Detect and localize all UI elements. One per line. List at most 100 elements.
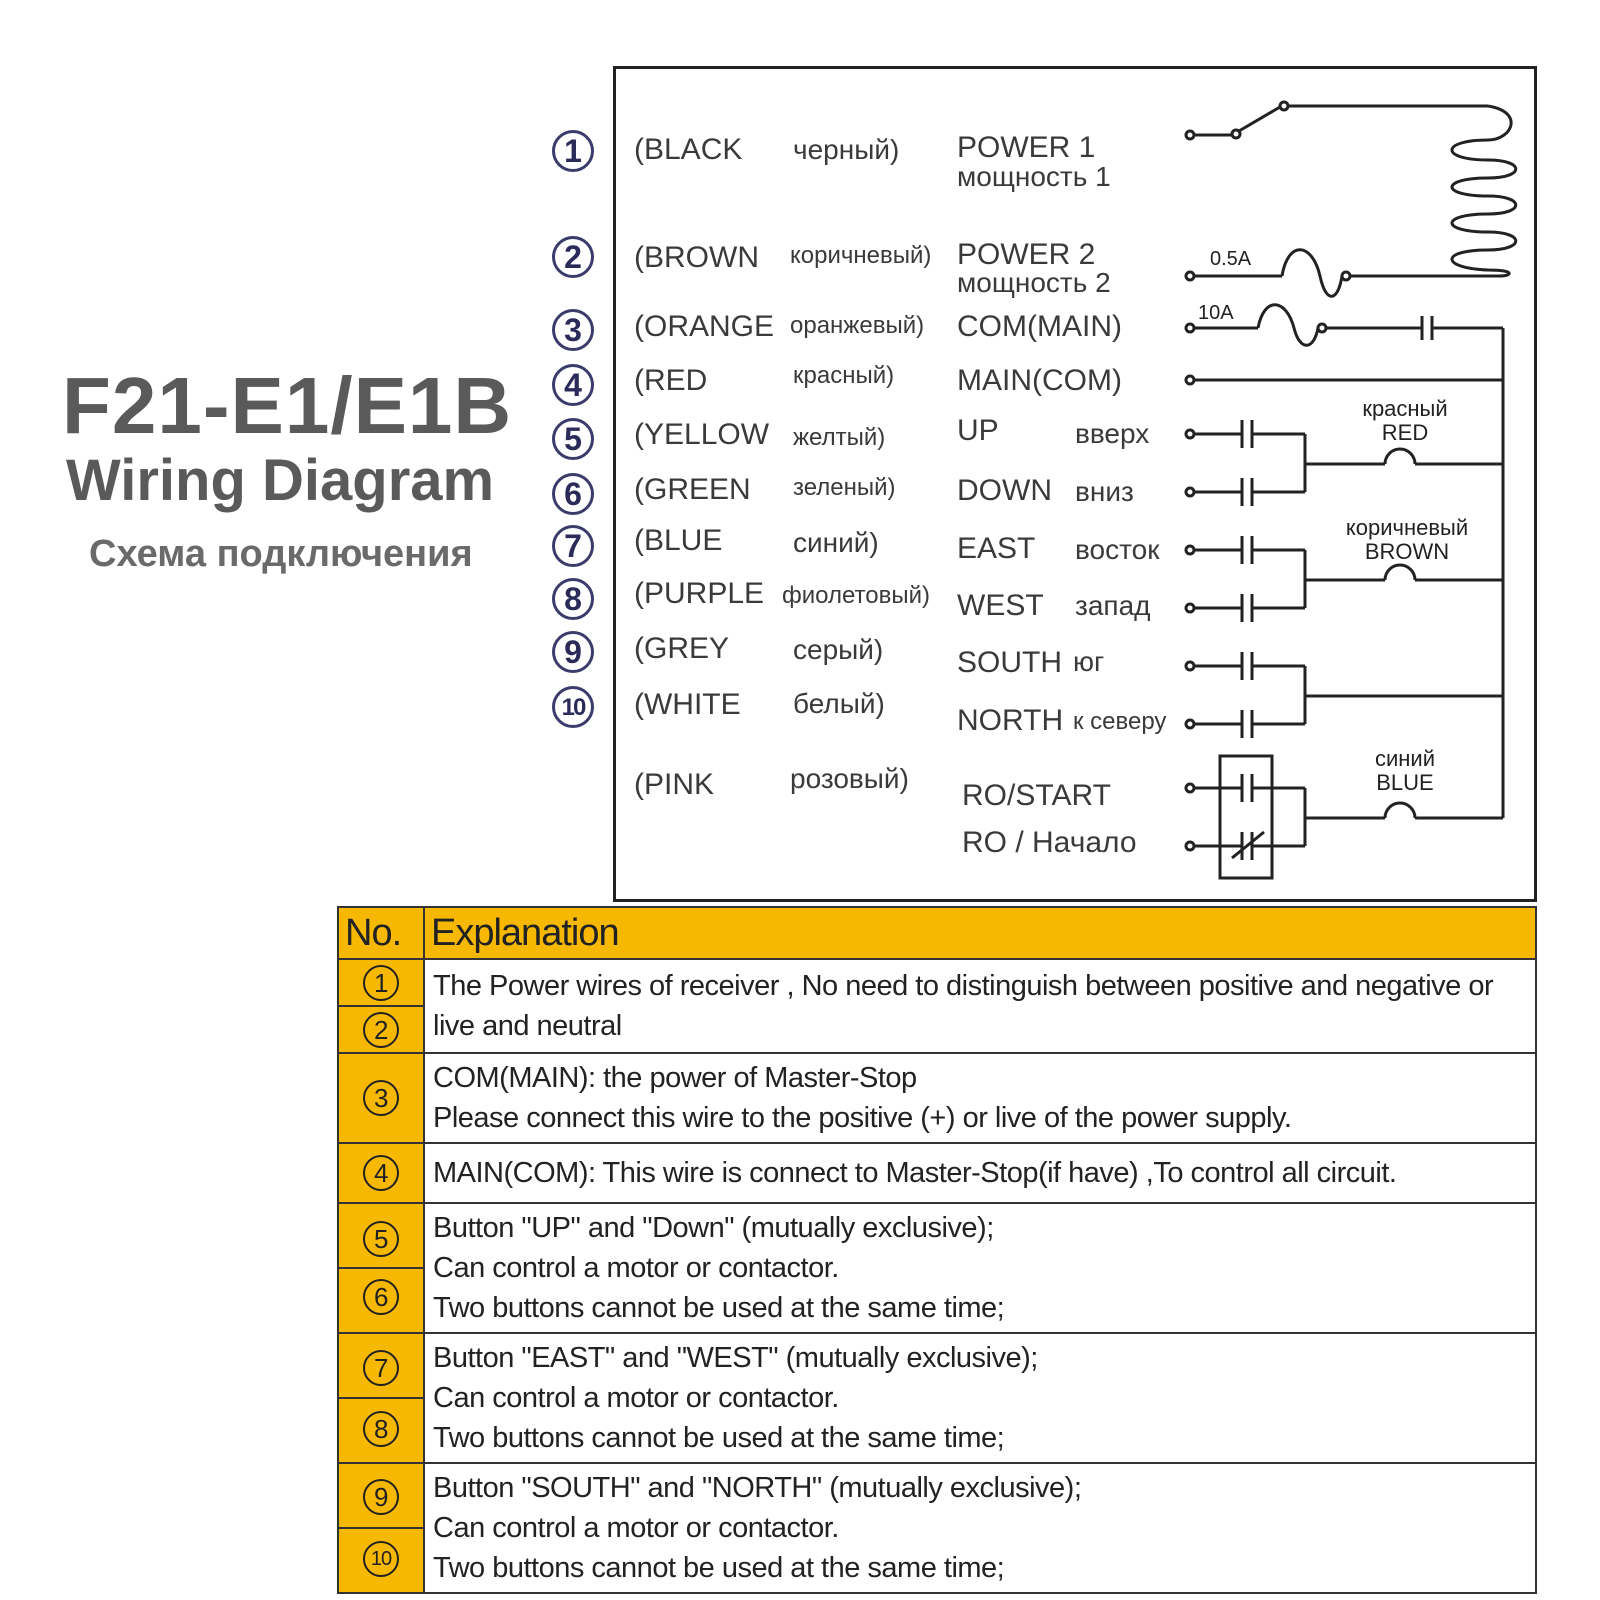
wire-function-en: POWER 2 (957, 238, 1096, 271)
fuse-rating-label: 0.5A (1210, 248, 1252, 270)
row-number-cell: 4 (337, 1142, 425, 1204)
row-number: 6 (363, 1279, 399, 1315)
wiring-panel (613, 66, 1537, 902)
wire-number-5: 5 (552, 418, 594, 460)
fuse-rating-label: 10A (1198, 302, 1234, 324)
row-number-cell: 1 2 (337, 958, 425, 1054)
wire-color-en: (BLUE (634, 524, 723, 557)
wire-function-en: DOWN (957, 474, 1052, 507)
wire-color-ru: белый) (793, 688, 885, 719)
load-label-en: RED (1381, 420, 1429, 445)
wire-color-en: (WHITE (634, 688, 741, 721)
load-label-en: BROWN (1364, 539, 1450, 564)
table-row: 7 8 Button "EAST" and "WEST" (mutually e… (337, 1332, 1537, 1464)
row-number: 3 (363, 1080, 399, 1116)
wire-function-ru: RO / Начало (962, 826, 1137, 859)
wire-function-en: RO/START (962, 779, 1111, 812)
wire-color-en: (PINK (634, 768, 715, 801)
wire-number-3: 3 (552, 309, 594, 351)
wire-function-ru: к северу (1073, 708, 1167, 735)
wire-color-ru: коричневый) (790, 242, 932, 269)
ro-start-contacts (1184, 754, 1503, 880)
explanation-line: Button "SOUTH" and "NORTH" (mutually exc… (433, 1472, 1082, 1504)
row-number-cell: 7 8 (337, 1332, 425, 1464)
wire-number-10: 10 (552, 686, 594, 728)
east-west-contacts (1184, 536, 1503, 622)
wire-color-en: (GREEN (634, 473, 751, 506)
wire-color-en: (YELLOW (634, 418, 770, 451)
row-number: 8 (363, 1410, 399, 1447)
explanation-line: Two buttons cannot be used at the same t… (433, 1292, 1005, 1324)
wire-function-ru: мощность 1 (957, 161, 1111, 192)
fuse-10a (1184, 303, 1505, 818)
explanation-line: Two buttons cannot be used at the same t… (433, 1552, 1005, 1584)
row-explanation: Button "EAST" and "WEST" (mutually exclu… (423, 1332, 1537, 1464)
load-label-en: BLUE (1376, 770, 1434, 795)
wire-function-en: UP (957, 414, 999, 447)
power1-switch (1184, 100, 1488, 141)
row-number-cell: 9 10 (337, 1462, 425, 1594)
load-label: синий BLUE (1345, 747, 1465, 795)
fuse-0-5a (1184, 248, 1500, 298)
row-number: 9 (363, 1479, 399, 1515)
table-header-no: No. (337, 906, 425, 960)
row-number: 1 (363, 964, 399, 1001)
wire-function-ru: запад (1075, 590, 1151, 621)
diagram-subtitle: Wiring Diagram (66, 448, 495, 513)
wire-color-ru: зеленый) (793, 474, 896, 501)
wire-color-en: (GREY (634, 632, 730, 665)
explanation-line: MAIN(COM): This wire is connect to Maste… (433, 1157, 1397, 1189)
wire-color-ru: красный) (793, 362, 895, 389)
wire-color-ru: розовый) (790, 763, 909, 794)
wire-function-en: WEST (957, 589, 1044, 622)
explanation-line: Button "UP" and "Down" (mutually exclusi… (433, 1212, 994, 1244)
wire-function-en: NORTH (957, 704, 1064, 737)
row-number-cell: 5 6 (337, 1202, 425, 1334)
wire-number-7: 7 (552, 525, 594, 567)
explanation-line: Can control a motor or contactor. (433, 1382, 839, 1414)
table-row: 4 MAIN(COM): This wire is connect to Mas… (337, 1142, 1537, 1204)
main-com-line (1184, 374, 1503, 386)
wire-function-ru: вверх (1075, 418, 1150, 449)
row-number: 7 (363, 1349, 399, 1386)
wire-number-6: 6 (552, 473, 594, 515)
wire-function-en: COM(MAIN) (957, 310, 1122, 343)
wire-color-ru: синий) (793, 527, 879, 558)
up-down-contacts (1184, 420, 1503, 506)
wire-function-en: SOUTH (957, 646, 1062, 679)
table-row: 1 2 The Power wires of receiver , No nee… (337, 958, 1537, 1054)
row-number: 5 (363, 1221, 399, 1257)
wire-color-en: (BLACK (634, 133, 743, 166)
load-label-ru: коричневый (1345, 515, 1469, 540)
wire-color-en: (ORANGE (634, 310, 775, 343)
south-north-contacts (1184, 652, 1503, 738)
wire-color-ru: оранжевый) (790, 312, 925, 339)
table-header-explanation: Explanation (423, 906, 1537, 960)
wire-number-9: 9 (552, 631, 594, 673)
table-row: 9 10 Button "SOUTH" and "NORTH" (mutuall… (337, 1462, 1537, 1594)
row-number-cell: 3 (337, 1052, 425, 1144)
wire-function-en: EAST (957, 532, 1036, 565)
wire-number-8: 8 (552, 578, 594, 620)
wire-function-ru: юг (1073, 646, 1105, 677)
table-header-row: No. Explanation (337, 906, 1537, 960)
wire-color-ru: фиолетовый) (782, 582, 930, 609)
wire-color-en: (PURPLE (634, 577, 765, 610)
row-explanation: MAIN(COM): This wire is connect to Maste… (423, 1142, 1537, 1204)
explanation-line: Can control a motor or contactor. (433, 1252, 839, 1284)
row-explanation: Button "UP" and "Down" (mutually exclusi… (423, 1202, 1537, 1334)
wire-number-2: 2 (552, 236, 594, 278)
load-label-ru: синий (1374, 746, 1436, 771)
wire-number-4: 4 (552, 364, 594, 406)
explanation-line: Button "EAST" and "WEST" (mutually exclu… (433, 1342, 1038, 1374)
table-row: 5 6 Button "UP" and "Down" (mutually exc… (337, 1202, 1537, 1334)
wire-function-en: MAIN(COM) (957, 364, 1122, 397)
row-explanation: The Power wires of receiver , No need to… (423, 958, 1537, 1054)
load-label: коричневый BROWN (1332, 516, 1482, 564)
model-title: F21-E1/E1B (62, 361, 513, 450)
wire-color-ru: черный) (793, 134, 900, 165)
wire-color-en: (RED (634, 364, 708, 397)
power-coil (1450, 104, 1518, 278)
wire-function-ru: вниз (1075, 476, 1134, 507)
